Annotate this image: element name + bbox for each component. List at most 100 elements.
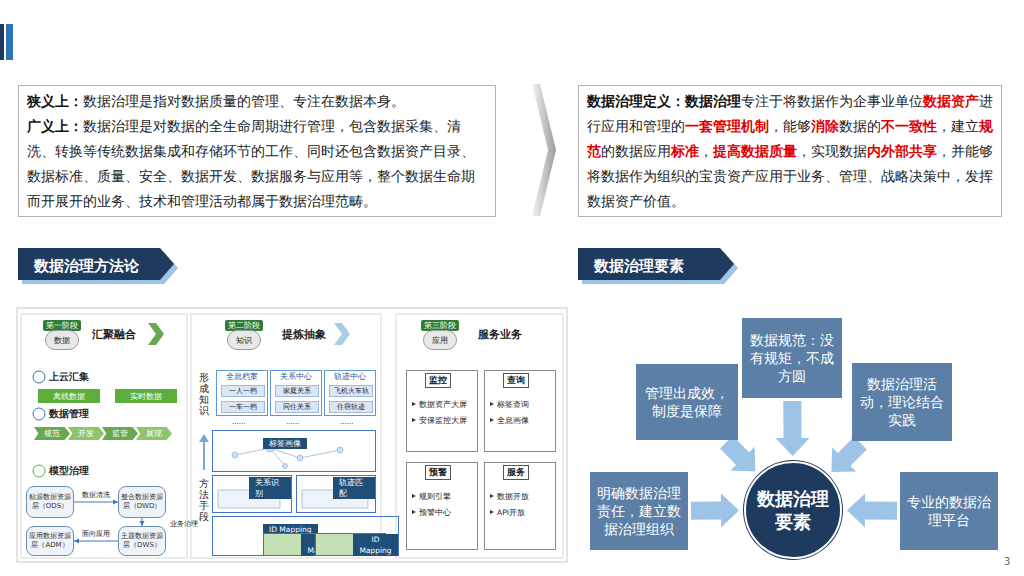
mapping-box: ID Mapping	[315, 533, 386, 556]
element-box: 专业的数据治理平台	[900, 472, 998, 550]
node-text: 数据治理要素	[756, 487, 830, 533]
text-run: 狭义上：	[27, 93, 83, 109]
section-banner: 数据治理要素	[578, 248, 738, 284]
data-layer-box: 整合数据资源层（DWD）	[118, 486, 166, 518]
service-panel: 预警规则引擎预警中心	[406, 462, 478, 550]
text-label: 数据管理	[49, 408, 89, 421]
text-wrap: 数据规范：没有规矩，不成方圆	[748, 331, 836, 385]
connector	[831, 437, 866, 472]
node-text: 同住关系	[283, 402, 311, 412]
text-label: ......	[340, 418, 353, 426]
step-chevron: 展现	[136, 427, 172, 440]
text-run: 提高数据质量	[713, 143, 797, 159]
text-wrap: 数据治理要素	[756, 487, 830, 533]
node-text: 明确数据治理责任，建立数据治理组织	[596, 484, 682, 538]
connector	[720, 436, 755, 472]
connector	[74, 539, 118, 544]
stage-badge: 第一阶段数据	[38, 320, 86, 356]
knowledge-panel: 标签画像	[212, 430, 376, 472]
text-label: 上云汇集	[49, 371, 89, 384]
node-text: 开发	[78, 428, 94, 439]
node-text: 规则引擎	[411, 492, 473, 502]
node-text: ID Mapping	[353, 534, 397, 556]
text-run: 数据资产	[923, 93, 979, 109]
node-text: 应用数据资源层（ADM）	[29, 532, 71, 550]
text-wrap: 整合数据资源层（DWD）	[121, 493, 163, 511]
node-text: 关系中心	[274, 372, 318, 382]
text-wrap: ID Mapping	[303, 533, 397, 556]
data-source-box: 离线数据	[38, 389, 100, 403]
text-run: ，建立	[937, 118, 979, 134]
knowledge-column: 关系中心家庭关系同住关系	[270, 370, 322, 416]
node-text: 全息画像	[489, 416, 551, 426]
service-panel: 监控数据资产大屏安保监控大屏	[406, 370, 478, 452]
text-run: 数据的	[839, 118, 881, 134]
node-text: 安保监控大屏	[411, 416, 473, 426]
element-box: 明确数据治理责任，建立数据治理组织	[590, 472, 688, 550]
text-wrap: 明确数据治理责任，建立数据治理组织	[596, 484, 682, 538]
text-run: 专注于将数据作为企事业单位	[741, 93, 923, 109]
text-label: 方法手段	[199, 478, 209, 522]
step-chevron: 规范	[34, 427, 70, 440]
text-wrap: 实时数据	[130, 391, 162, 402]
text-wrap: 住宿轨迹	[337, 402, 365, 412]
node-text: 主题数据资源层（DWS）	[121, 532, 163, 550]
knowledge-panel: 关系识别	[212, 475, 292, 513]
text-label: 汇聚融合	[92, 327, 136, 342]
service-panel: 查询标签查询全息画像	[484, 370, 556, 452]
knowledge-cell: 住宿轨迹	[329, 401, 373, 413]
text-wrap: 监管	[112, 428, 128, 439]
text-wrap: 离线数据	[53, 391, 85, 402]
text-wrap: 家庭关系	[283, 386, 311, 396]
node-text: 数据治理要素	[594, 257, 684, 276]
text-wrap: 一车一档	[229, 402, 257, 412]
node-text: 监控	[425, 373, 451, 388]
stage-badge: 第二阶段知识	[220, 320, 268, 356]
element-box: 数据治理活动，理论结合实践	[852, 363, 952, 441]
text-run: 消除	[811, 118, 839, 134]
node-text: 关系识别	[249, 477, 291, 499]
node-text: 数据治理活动，理论结合实践	[858, 375, 946, 429]
node-text: 标签查询	[489, 400, 551, 410]
text-run: 一套管理机制	[685, 118, 769, 134]
text-wrap: 应用数据资源层（ADM）	[29, 532, 71, 550]
text-wrap: 展现	[146, 428, 162, 439]
text-wrap: 主题数据资源层（DWS）	[121, 532, 163, 550]
data-source-box: 实时数据	[115, 389, 177, 403]
text-label: 形成知识	[199, 372, 209, 416]
node-text: 数据资产大屏	[411, 400, 473, 410]
text-label: ......	[232, 418, 245, 426]
knowledge-cell: 同住关系	[275, 401, 319, 413]
text-run: 不一致性	[881, 118, 937, 134]
text-wrap: 一人一档	[229, 386, 257, 396]
node-text: API开放	[489, 508, 551, 518]
node-text: 查询	[503, 373, 529, 388]
node-text: 标签画像	[263, 438, 307, 449]
text-wrap: 管理出成效，制度是保障	[642, 384, 732, 420]
text-wrap: 规范	[44, 428, 60, 439]
paragraph: 数据治理定义：数据治理专注于将数据作为企事业单位数据资产进行应用和管理的一套管理…	[587, 89, 993, 214]
text-wrap: 飞机火车轨	[334, 386, 369, 396]
text-label: 3	[1004, 556, 1010, 567]
node-text: 数据治理方法论	[34, 257, 139, 276]
node-text: 整合数据资源层（DWD）	[121, 493, 163, 511]
text-run: 数据治理	[685, 93, 741, 109]
knowledge-cell: 家庭关系	[275, 385, 319, 397]
element-box: 数据规范：没有规矩，不成方圆	[742, 318, 842, 398]
node-text: 一车一档	[229, 402, 257, 412]
core-circle: 数据治理要素	[744, 461, 842, 559]
text-label: 模型治理	[49, 465, 89, 478]
node-text: 数据	[45, 330, 79, 350]
text-run: 广义上：	[27, 118, 83, 134]
node-text: 轨迹匹配	[333, 477, 375, 499]
text-run: 数据治理是指对数据质量的管理、专注在数据本身。	[83, 93, 405, 109]
edge-label: 面向应用	[81, 530, 111, 539]
text-wrap: 开发	[78, 428, 94, 439]
paragraph: 广义上：数据治理是对数据的全生命周期进行管理，包含数据采集、清洗、转换等传统数据…	[27, 114, 487, 214]
text-run: 内外部共享	[867, 143, 937, 159]
node-text: 专业的数据治理平台	[906, 493, 992, 529]
service-panel: 服务数据开放API开放	[484, 462, 556, 550]
text-run: 的数据应用	[601, 143, 671, 159]
